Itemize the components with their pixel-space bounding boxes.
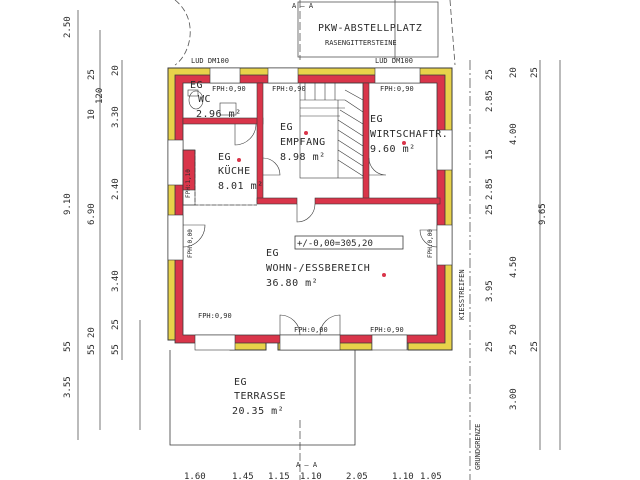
dim-ri-4: 25 bbox=[485, 204, 495, 215]
dim-b-3: 1.10 bbox=[300, 472, 322, 480]
dim-b-1: 1.45 bbox=[232, 472, 254, 480]
room-wirtschaft: EG WIRTSCHAFTR. 9.60 m² bbox=[370, 114, 448, 155]
outer-walls bbox=[167, 67, 453, 351]
empfang-level: EG bbox=[280, 122, 293, 133]
dim-li-0: 10 bbox=[87, 109, 97, 120]
wohnen-area: 36.80 m² bbox=[266, 278, 318, 289]
wohnen-name: WOHN-/ESSBEREICH bbox=[266, 263, 370, 274]
dim-li-3: 6.90 bbox=[87, 203, 97, 225]
dim-ro-2: 25 bbox=[530, 341, 540, 352]
fph-kitchen: FPH:1,10 bbox=[185, 169, 192, 198]
dim-lo-3: 3.55 bbox=[63, 376, 73, 398]
terrasse-area: 20.35 m² bbox=[232, 406, 284, 417]
room-terrasse: EG TERRASSE 20.35 m² bbox=[232, 377, 286, 417]
dim-b-0: 1.60 bbox=[184, 472, 206, 480]
section-marker-bottom: A – A bbox=[296, 461, 318, 469]
grundgrenze-label: GRUNDGRENZE bbox=[474, 424, 482, 470]
parking-title: PKW-ABSTELLPLATZ bbox=[318, 23, 422, 34]
dim-ri-1: 2.85 bbox=[485, 90, 495, 112]
wohnen-level: EG bbox=[266, 248, 279, 259]
fph-bottom-left: FPH:0,90 bbox=[198, 312, 232, 320]
dims-right-mid: 20 4.00 4.50 20 25 3.00 bbox=[509, 67, 519, 410]
opening-labels: LUD DM100 LUD DM100 FPH:0,90 FPH:0,90 FP… bbox=[185, 57, 434, 334]
dim-ri-2: 15 bbox=[485, 149, 495, 160]
room-empfang: EG EMPFANG 8.98 m² bbox=[280, 122, 326, 163]
dim-lo-2: 55 bbox=[63, 341, 73, 352]
doors bbox=[182, 123, 438, 336]
dim-b-6: 1.05 bbox=[420, 472, 442, 480]
dim-ri-3: 2.85 bbox=[485, 178, 495, 200]
dim-b-4: 2.05 bbox=[346, 472, 368, 480]
dim-li-5: 55 bbox=[87, 344, 97, 355]
fph-right: FPH:0,00 bbox=[427, 229, 434, 258]
dim-li-4: 20 bbox=[87, 327, 97, 338]
fph-left: FPH:0,00 bbox=[187, 229, 194, 258]
wirtschaft-level: EG bbox=[370, 114, 383, 125]
terrasse-name: TERRASSE bbox=[234, 391, 286, 402]
dim-lm-2: 2.40 bbox=[111, 178, 121, 200]
dim-lm-3: 3.40 bbox=[111, 270, 121, 292]
dims-bottom: 1.60 1.45 1.15 1.10 2.05 1.10 1.05 bbox=[184, 472, 442, 480]
dim-rm-1: 4.00 bbox=[509, 123, 519, 145]
wirtschaft-name: WIRTSCHAFTR. bbox=[370, 129, 448, 140]
dim-rm-4: 25 bbox=[509, 344, 519, 355]
kiesstreifen-label: KIESSTREIFEN bbox=[458, 269, 466, 320]
dim-ro-1: 9.65 bbox=[538, 203, 548, 225]
dim-rm-2: 4.50 bbox=[509, 256, 519, 278]
dim-li-2: 25 bbox=[87, 69, 97, 80]
fph-wc: FPH:0,90 bbox=[212, 85, 246, 93]
dim-b-5: 1.10 bbox=[392, 472, 414, 480]
lud-left: LUD DM100 bbox=[191, 57, 229, 65]
dim-lo-1: 9.10 bbox=[63, 193, 73, 215]
dim-lm-0: 20 bbox=[111, 65, 121, 76]
dims-right-inner: 25 2.85 15 2.85 25 3.95 25 bbox=[485, 69, 495, 352]
dim-lo-0: 2.50 bbox=[63, 16, 73, 38]
dims-left-mid: 20 3.30 2.40 3.40 25 55 bbox=[111, 65, 121, 355]
kueche-level: EG bbox=[218, 152, 231, 163]
fph-bottom-mid: FPH:0,00 bbox=[294, 326, 328, 334]
dim-ri-0: 25 bbox=[485, 69, 495, 80]
section-marker-top: A – A bbox=[292, 2, 314, 10]
dim-rm-3: 20 bbox=[509, 324, 519, 335]
dim-lm-1: 3.30 bbox=[111, 106, 121, 128]
dim-ri-6: 25 bbox=[485, 341, 495, 352]
dim-b-2: 1.15 bbox=[268, 472, 290, 480]
room-markers bbox=[237, 131, 406, 277]
parking-subtitle: RASENGITTERSTEINE bbox=[325, 39, 397, 47]
wirtschaft-area: 9.60 m² bbox=[370, 144, 416, 155]
dim-ro-0: 25 bbox=[530, 67, 540, 78]
terrace-outline bbox=[169, 350, 356, 446]
dim-rm-0: 20 bbox=[509, 67, 519, 78]
room-wc: EG WC 2.96 m² bbox=[190, 80, 242, 120]
fph-empfang: FPH:0,90 bbox=[272, 85, 306, 93]
staircase bbox=[299, 82, 364, 179]
empfang-area: 8.98 m² bbox=[280, 152, 326, 163]
kueche-area: 8.01 m² bbox=[218, 181, 264, 192]
wc-level: EG bbox=[190, 80, 203, 91]
room-wohnen: EG WOHN-/ESSBEREICH 36.80 m² bbox=[266, 248, 370, 289]
empfang-name: EMPFANG bbox=[280, 137, 326, 148]
dim-rm-5: 3.00 bbox=[509, 388, 519, 410]
fph-bottom-right: FPH:0,90 bbox=[370, 326, 404, 334]
dim-lm-5: 55 bbox=[111, 344, 121, 355]
dim-ri-5: 3.95 bbox=[485, 280, 495, 302]
wc-area: 2.96 m² bbox=[196, 109, 242, 120]
dims-right-outer: 25 9.65 25 bbox=[530, 67, 548, 352]
dim-lm-4: 25 bbox=[111, 319, 121, 330]
level-box bbox=[294, 235, 404, 250]
lud-right: LUD DM100 bbox=[375, 57, 413, 65]
kitchen-counter bbox=[182, 149, 257, 206]
room-kueche: EG KÜCHE 8.01 m² bbox=[218, 152, 264, 192]
dims-left-outer: 2.50 9.10 55 3.55 bbox=[63, 16, 73, 398]
wc-name: WC bbox=[198, 94, 211, 105]
kueche-name: KÜCHE bbox=[218, 164, 251, 177]
level-label: +/-0,00=305,20 bbox=[297, 239, 373, 249]
dims-left-inner: 10 120 25 6.90 20 55 bbox=[87, 69, 105, 355]
fph-wirtschaft: FPH:0,90 bbox=[380, 85, 414, 93]
terrasse-level: EG bbox=[234, 377, 247, 388]
wc-fixtures bbox=[187, 89, 237, 116]
dim-li-1: 120 bbox=[95, 88, 105, 104]
property-lines bbox=[77, 0, 561, 480]
